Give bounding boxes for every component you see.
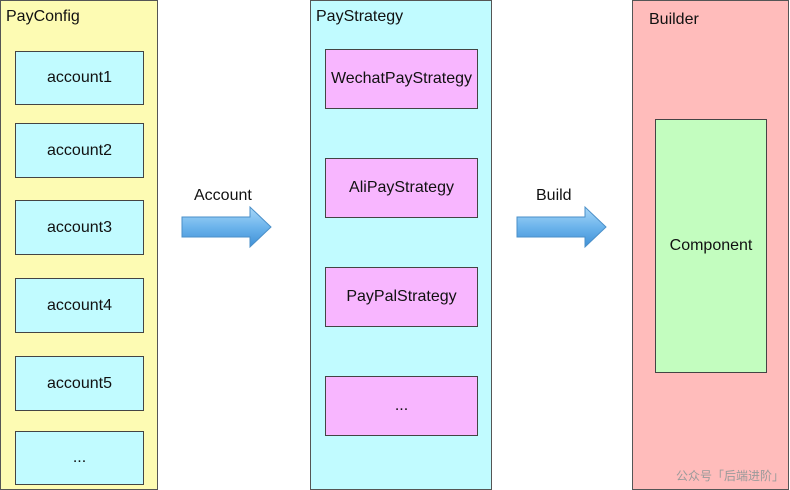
pay-strategy-title: PayStrategy: [316, 8, 404, 25]
pay-config-panel: PayConfig account1 account2 account3 acc…: [0, 0, 158, 490]
pay-strategy-panel: PayStrategy WechatPayStrategy AliPayStra…: [310, 0, 492, 490]
account-box-3: account3: [15, 200, 144, 255]
strategy-box-alipay: AliPayStrategy: [325, 158, 478, 218]
account-arrow-label: Account: [194, 187, 252, 204]
watermark-text: 公众号「后端进阶」: [676, 469, 785, 483]
account-box-5: account5: [15, 356, 144, 411]
strategy-box-ellipsis: ...: [325, 376, 478, 436]
build-arrow-label: Build: [536, 187, 572, 204]
strategy-box-paypal: PayPalStrategy: [325, 267, 478, 327]
component-box: Component: [655, 119, 767, 373]
strategy-box-wechat: WechatPayStrategy: [325, 49, 478, 109]
builder-panel: Builder Component: [632, 0, 789, 490]
build-arrow-icon: [516, 205, 607, 249]
account-box-ellipsis: ...: [15, 431, 144, 485]
pay-config-title: PayConfig: [6, 8, 80, 25]
builder-title: Builder: [649, 11, 699, 28]
account-arrow-icon: [181, 205, 272, 249]
account-box-4: account4: [15, 278, 144, 333]
account-box-1: account1: [15, 51, 144, 105]
account-box-2: account2: [15, 123, 144, 178]
